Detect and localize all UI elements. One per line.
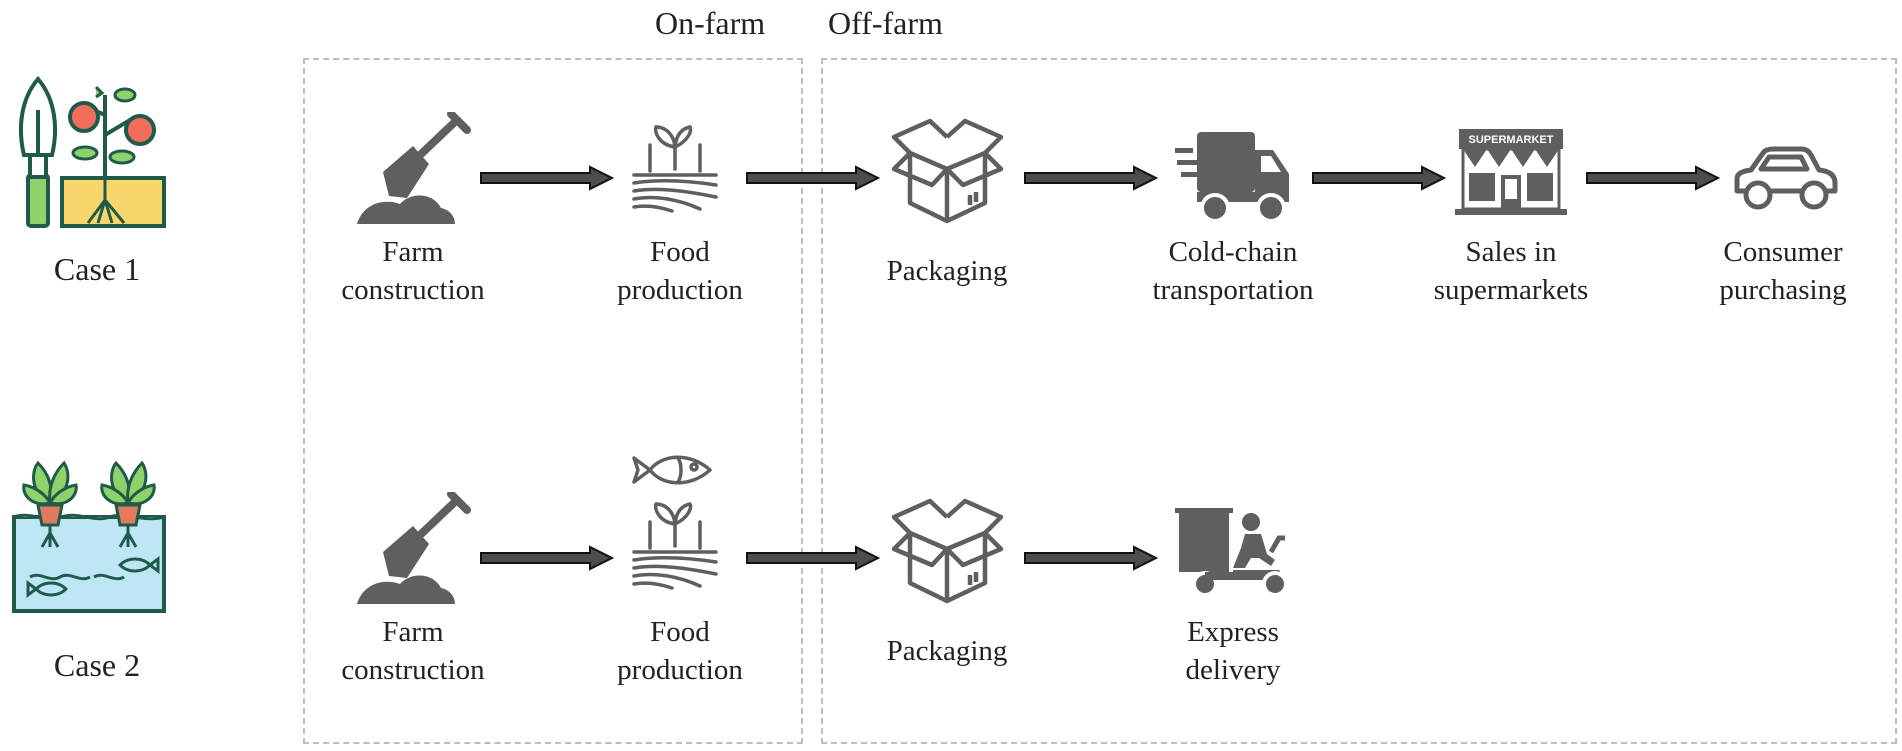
shovel-icon: [355, 112, 475, 227]
supermarket-icon: SUPERMARKET: [1455, 127, 1567, 217]
supermarket-sign: SUPERMARKET: [1469, 134, 1554, 146]
step-label: Packaging: [886, 255, 1008, 287]
truck-icon: [1175, 130, 1290, 225]
arrow-c1-2: [746, 165, 880, 191]
car-icon: [1731, 145, 1839, 211]
fish-sprout-icon: [630, 446, 720, 591]
off-farm-title: Off-farm: [828, 5, 943, 41]
box-icon: [890, 493, 1005, 608]
delivery-scooter-icon: [1175, 508, 1290, 598]
soil-farming-icon: [10, 75, 170, 230]
arrow-c1-4: [1312, 165, 1446, 191]
case-2-label: Case 2: [53, 647, 141, 683]
aquaponics-icon: [10, 455, 170, 615]
box-icon: [890, 113, 1005, 228]
arrow-c2-1: [480, 545, 614, 571]
shovel-icon: [355, 492, 475, 607]
arrow-c2-2: [746, 545, 880, 571]
on-farm-title: On-farm: [655, 5, 766, 41]
off-farm-region: [821, 58, 1897, 744]
arrow-c2-3: [1024, 545, 1158, 571]
arrow-c1-1: [480, 165, 614, 191]
sprout-field-icon: [630, 123, 720, 213]
case-1-label: Case 1: [53, 251, 141, 287]
on-farm-region: [303, 58, 803, 744]
arrow-c1-3: [1024, 165, 1158, 191]
arrow-c1-5: [1586, 165, 1720, 191]
step-label: Packaging: [886, 635, 1008, 667]
